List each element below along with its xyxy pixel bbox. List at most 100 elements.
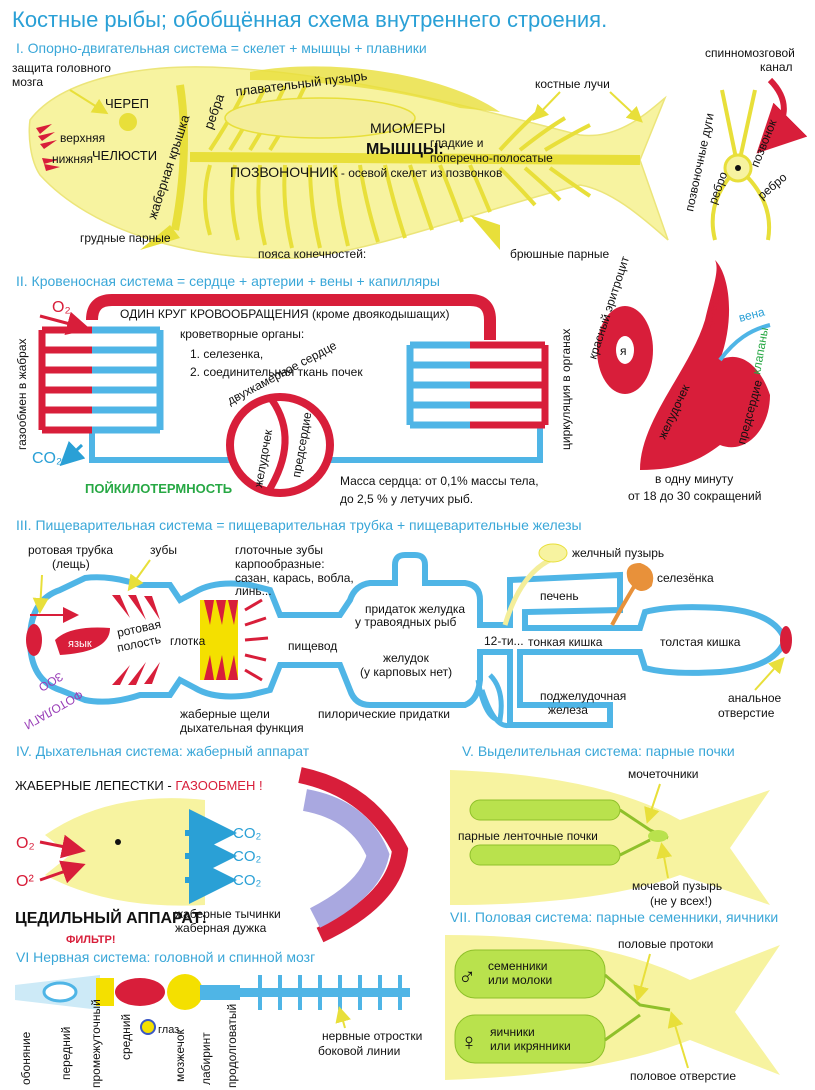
label-skull: ЧЕРЕП xyxy=(105,96,149,111)
label-spine-desc: - осевой скелет из позвонков xyxy=(338,166,503,180)
label-o2-head: O₂ xyxy=(16,835,35,852)
arrow-co2-out xyxy=(59,440,86,467)
arrow-o2-in-2 xyxy=(39,860,86,884)
label-hemato: кроветворные органы: xyxy=(180,327,304,341)
label-ducts: половые протоки xyxy=(618,937,713,951)
label-spinal-canal-2: канал xyxy=(760,60,793,74)
label-pharyngeal-3: сазан, карась, вобла, xyxy=(235,571,354,585)
label-stomach-appendage-1: придаток желудка xyxy=(365,602,465,616)
fish-heart-detail xyxy=(640,260,771,470)
gill-capillaries-red xyxy=(42,326,92,434)
gallbladder-duct xyxy=(502,557,552,626)
label-stomach-appendage-2: у травоядных рыб xyxy=(355,615,456,629)
label-girdles: пояса конечностей: xyxy=(258,247,366,261)
teeth xyxy=(36,124,60,171)
male-icon: ♂ xyxy=(458,964,476,991)
label-nerve-part-5: мозжечок xyxy=(173,1028,187,1082)
gill-slits xyxy=(244,598,269,682)
arrow-bladder xyxy=(656,842,673,879)
spinal-cord xyxy=(240,988,410,997)
label-rib-left: ребро xyxy=(706,170,731,207)
label-rate-2: от 18 до 30 сокращений xyxy=(628,489,761,503)
label-organ-circ: циркуляция в органах xyxy=(559,329,573,450)
label-pancreas-1: поджелудочная xyxy=(540,689,626,703)
label-nerves-2: боковой линии xyxy=(318,1044,400,1058)
label-petals-text: ЖАБЕРНЫЕ ЛЕПЕСТКИ - xyxy=(15,778,175,793)
label-rib-right: ребро xyxy=(755,170,790,202)
label-muscles-type-1: гладкие и xyxy=(430,136,483,150)
label-nerve-eye: глаз xyxy=(158,1024,179,1036)
label-gas-exchange: газообмен в жабрах xyxy=(15,339,29,451)
label-spleen: селезёнка xyxy=(657,571,714,585)
label-pectoral: грудные парные xyxy=(80,231,171,245)
swim-bladder-shape xyxy=(224,97,416,139)
label-gill-slits-2: дыхательная функция xyxy=(180,721,304,735)
arrow-mouth-tube xyxy=(32,574,49,614)
label-exch: ОБМЕН ! xyxy=(208,778,263,793)
label-vertebra: позвонок xyxy=(748,117,780,169)
label-muscles-type-2: поперечно-полосатые xyxy=(430,151,553,165)
label-gill-slits-1: жаберные щели xyxy=(180,707,270,721)
eye-socket xyxy=(119,113,137,131)
label-mass-2: до 2,5 % у летучих рыб. xyxy=(340,492,473,506)
label-gallbladder: желчный пузырь xyxy=(572,546,664,560)
gut-outline xyxy=(26,552,789,728)
label-jaw-upper: верхняя xyxy=(60,131,105,145)
mouth-teeth xyxy=(112,595,160,685)
heart-septum xyxy=(265,397,289,494)
label-circle: ОДИН КРУГ КРОВООБРАЩЕНИЯ (кроме двоякоды… xyxy=(120,307,450,321)
pharynx-teeth xyxy=(204,600,238,680)
label-bony-rays: костные лучи xyxy=(535,77,610,91)
gallbladder-shape xyxy=(538,543,568,563)
label-pancreas-2: железа xyxy=(548,703,588,717)
label-jaws: ЧЕЛЮСТИ xyxy=(92,148,157,163)
label-anus-1: анальное xyxy=(728,691,782,705)
label-brain-protection-2: мозга xyxy=(12,75,43,89)
tongue-shape xyxy=(55,627,110,655)
label-nerve-part-6: лабиринт xyxy=(199,1032,213,1085)
label-mass-1: Масса сердца: от 0,1% массы тела, xyxy=(340,474,539,488)
label-spine: ПОЗВОНОЧНИК - осевой скелет из позвонков xyxy=(230,164,502,180)
erythrocyte: я xyxy=(597,306,653,394)
organ-capillaries-red xyxy=(470,341,545,429)
label-vein: вена xyxy=(737,305,766,325)
label-co2-3: CO₂ xyxy=(233,872,262,889)
label-hemato-1: 1. селезенка, xyxy=(190,347,263,361)
vertebra-cross-section xyxy=(710,77,808,241)
label-filter: ФИЛЬТР! xyxy=(66,934,116,946)
section-5-heading: V. Выделительная система: парные почки xyxy=(462,743,735,759)
label-mouth-tube-2: (лещь) xyxy=(52,557,90,571)
arrow-o2-in xyxy=(39,311,91,335)
arrow-rays-2 xyxy=(609,91,643,123)
label-nerve-part-2: передний xyxy=(59,1027,73,1080)
label-pharyngeal-1: глоточные зубы xyxy=(235,543,323,557)
label-muscles: МЫШЦЫ: xyxy=(366,141,444,158)
label-o2-head-b: O² xyxy=(16,873,34,890)
pyloric-appendages xyxy=(475,673,511,729)
digestive-tract xyxy=(26,543,792,729)
label-teeth: зубы xyxy=(150,543,177,557)
section-4-heading: IV. Дыхательная система: жаберный аппара… xyxy=(16,743,310,759)
heart xyxy=(226,393,334,497)
label-filter-part-1: жаберные тычинки xyxy=(175,907,281,921)
label-nerve-part-7: продолговатый xyxy=(225,1004,239,1088)
label-pharynx: глотка xyxy=(170,634,206,648)
label-large-int: толстая кишка xyxy=(660,635,741,649)
gill-capillaries-blue xyxy=(92,326,160,434)
circulation-diagram xyxy=(38,294,549,497)
section-7-heading: VII. Половая система: парные семенники, … xyxy=(450,909,778,925)
label-kidneys: парные ленточные почки xyxy=(458,829,598,843)
label-anus-2: отверстие xyxy=(718,706,775,720)
watermark-2: ФОТОЛАГИ xyxy=(22,687,86,732)
page-title: Костные рыбы; обобщённая схема внутренне… xyxy=(12,7,607,32)
label-myomeres: МИОМЕРЫ xyxy=(370,120,445,136)
label-duodenum: 12-ти... xyxy=(484,634,524,648)
label-nerves-1: нервные отростки xyxy=(322,1029,422,1043)
gonads xyxy=(454,949,671,1064)
section-6-heading: VI Нервная система: головной и спинной м… xyxy=(16,949,315,965)
fish-eye xyxy=(115,839,121,845)
section-3-heading: III. Пищеварительная система = пищеварит… xyxy=(16,517,582,533)
label-male-2: или молоки xyxy=(488,973,552,987)
arrow-o2-in-1 xyxy=(39,834,86,859)
label-rate-1: в одну минуту xyxy=(655,472,733,486)
